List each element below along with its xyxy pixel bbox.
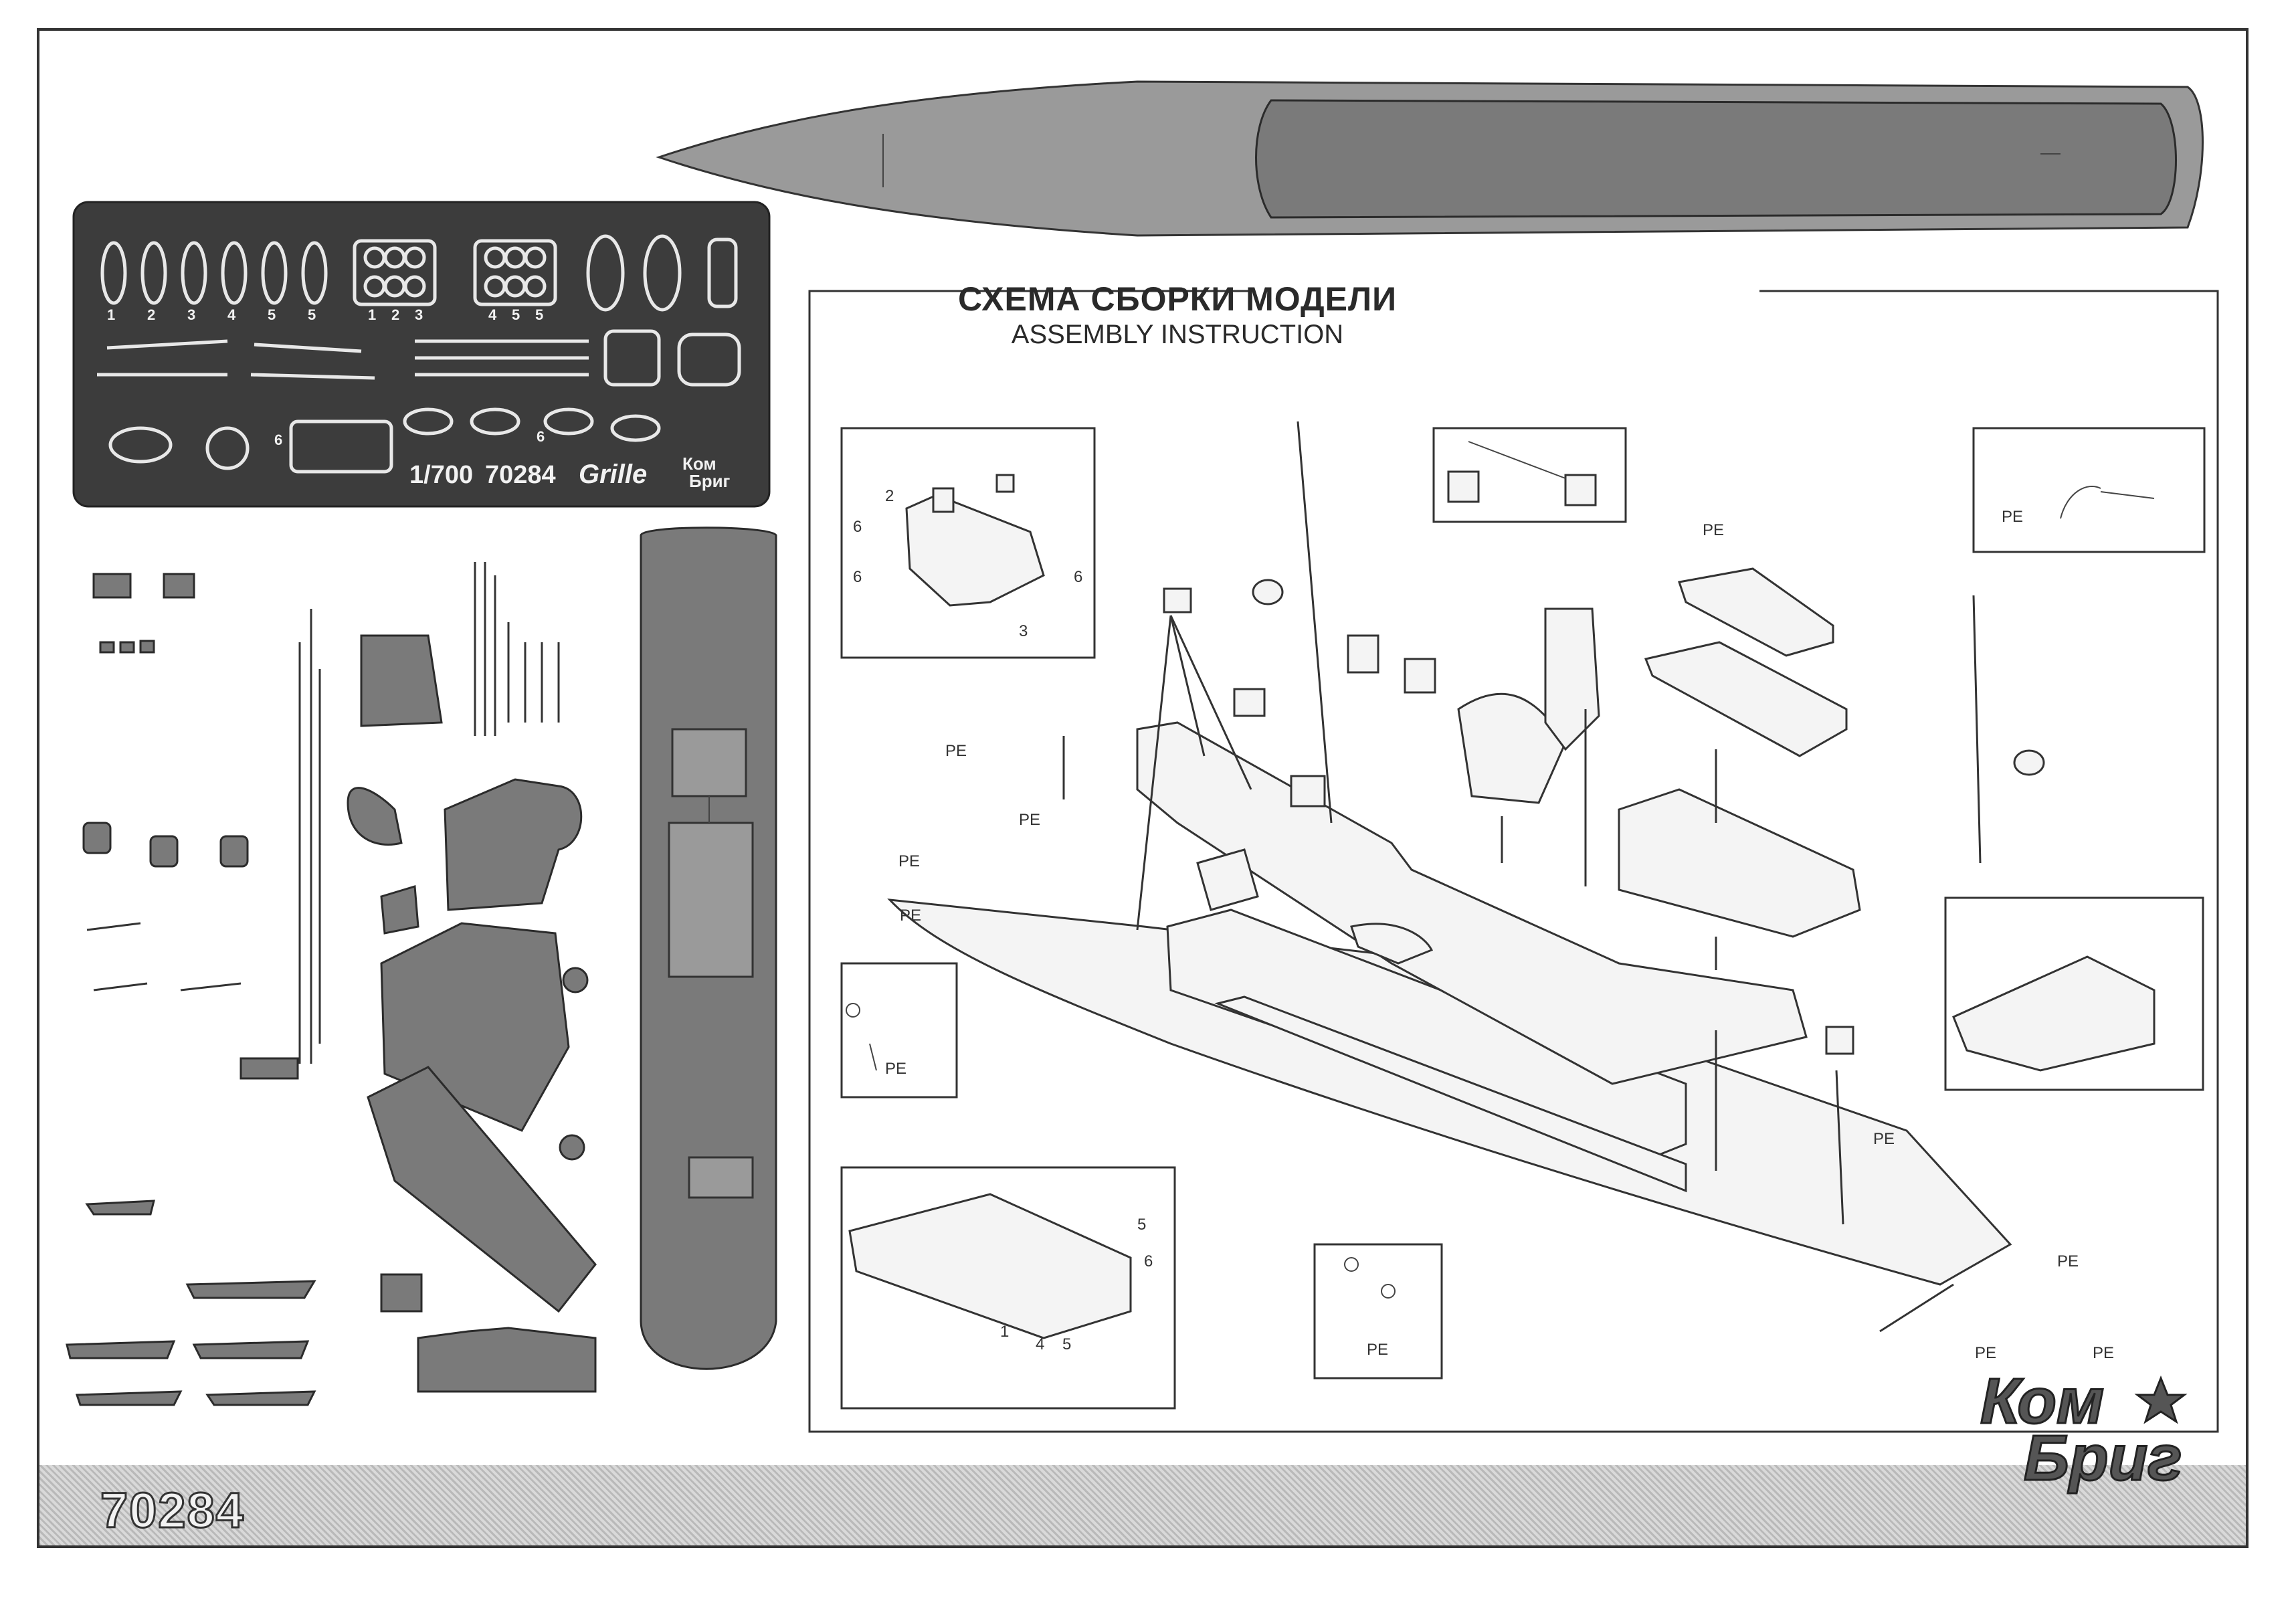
callout-pe-11: PE [2093, 1344, 2114, 1362]
callout-pe-10: PE [1975, 1344, 1996, 1362]
callout-pe-12: PE [1367, 1341, 1388, 1359]
callout-pe-4: PE [900, 907, 921, 925]
detail-box-aft [840, 1166, 1176, 1410]
wheel-num-5b: 5 [535, 306, 543, 323]
callout-num-2: 2 [885, 487, 894, 505]
callout-labels: PE PE PE PE PE PE PE PE PE PE PE PE 2 6 … [853, 487, 2114, 1362]
photo-etch-sheet: 1 2 3 4 5 5 1 2 3 4 5 5 [72, 201, 771, 508]
callout-pe-2: PE [1019, 811, 1040, 829]
callout-num-5a: 5 [1137, 1216, 1146, 1234]
pe-name: Grille [579, 460, 647, 489]
callout-num-1: 1 [1000, 1323, 1009, 1341]
assembly-title-ru: СХЕМА СБОРКИ МОДЕЛИ [957, 280, 1398, 318]
ring-num-5b: 5 [308, 306, 316, 323]
callout-pe-8: PE [1873, 1130, 1895, 1148]
wheel-num-4: 4 [488, 306, 497, 323]
assembly-panel [808, 290, 2219, 1433]
wheel-num-5a: 5 [512, 306, 520, 323]
logo-text-bottom: Бриг [2022, 1422, 2182, 1495]
callout-pe-7: PE [2002, 508, 2023, 526]
callout-pe-9: PE [2057, 1252, 2079, 1270]
star-icon [2134, 1375, 2188, 1424]
callout-num-6c: 6 [1074, 568, 1082, 586]
pe-rings [100, 234, 738, 312]
wheel-num-1: 1 [368, 306, 376, 323]
callout-pe-6: PE [1703, 521, 1724, 539]
wheel-num-2: 2 [391, 306, 399, 323]
detail-box-small [1313, 1243, 1443, 1380]
deck-plan-view [640, 527, 777, 1370]
pe-mark-6a: 6 [274, 432, 282, 448]
detail-box-bridge [840, 427, 1096, 659]
ring-num-2: 2 [147, 306, 155, 323]
ring-num-1: 1 [107, 306, 115, 323]
pe-wheels [353, 239, 557, 306]
exploded-assembly [887, 421, 2045, 1286]
pe-logo-bottom: Бриг [689, 471, 731, 491]
ring-num-4: 4 [227, 306, 236, 323]
wheel-num-3: 3 [415, 306, 423, 323]
pe-railings [97, 329, 741, 387]
callout-num-6a: 6 [853, 518, 862, 536]
callout-num-6b: 6 [853, 568, 862, 586]
pe-logo-top: Ком [682, 454, 716, 474]
sprue-parts [66, 562, 597, 1406]
detail-box-crane [1972, 427, 2206, 553]
pe-mark-6b: 6 [537, 428, 545, 445]
callout-pe-1: PE [945, 742, 967, 760]
footer-code: 70284 [100, 1482, 245, 1539]
detail-box-lifebuoy [840, 962, 958, 1099]
callout-pe-3: PE [898, 852, 920, 870]
callout-num-4: 4 [1036, 1335, 1044, 1353]
detail-box-stern [1944, 896, 2204, 1091]
callout-num-6d: 6 [1144, 1252, 1153, 1270]
callout-num-5b: 5 [1062, 1335, 1071, 1353]
pe-code: 70284 [485, 461, 556, 489]
pe-ring-numbers: 1 2 3 4 5 5 [107, 306, 316, 323]
pe-scale: 1/700 [409, 461, 473, 489]
assembly-arrows [1062, 615, 1954, 1333]
ring-num-3: 3 [187, 306, 195, 323]
footer-band [39, 1465, 2246, 1545]
pe-lower-row [108, 407, 661, 474]
detail-box-turrets [1432, 427, 1627, 523]
callout-pe-5: PE [885, 1060, 906, 1078]
callout-num-3: 3 [1019, 622, 1028, 640]
kombrig-logo: Ком Бриг [1979, 1365, 2201, 1499]
ring-num-5a: 5 [268, 306, 276, 323]
logo-text-top: Ком [1979, 1365, 2105, 1438]
hull-plan-view [656, 80, 2204, 237]
assembly-title-en: ASSEMBLY INSTRUCTION [1011, 320, 1344, 349]
sprue-rods [474, 562, 560, 736]
